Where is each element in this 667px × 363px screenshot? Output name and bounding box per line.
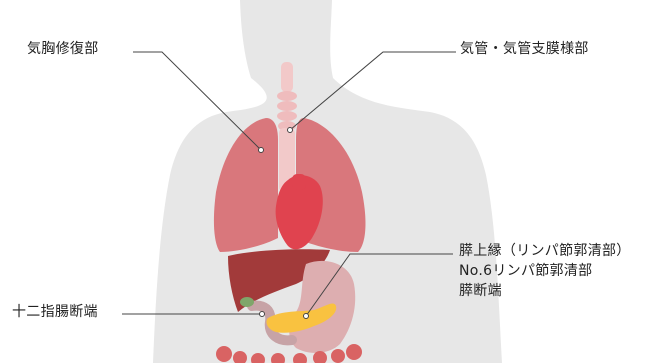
label-pneumothorax-repair: 気胸修復部 (27, 39, 99, 59)
dot-pancreas (304, 314, 309, 319)
label-trachea-membranous: 気管・気管支膜様部 (460, 39, 589, 59)
label-pancreas-stump: 膵断端 (459, 281, 631, 301)
gallbladder (240, 297, 254, 307)
label-pancreas-upper-border: 膵上縁（リンパ節郭清部） (459, 241, 631, 261)
dot-lung (259, 148, 264, 153)
label-pancreas-group: 膵上縁（リンパ節郭清部） No.6リンパ節郭清部 膵断端 (459, 241, 631, 301)
label-no6-lymph-node: No.6リンパ節郭清部 (459, 261, 631, 281)
heart-vessel (292, 174, 306, 190)
label-duodenal-stump: 十二指腸断端 (12, 302, 98, 322)
dot-trachea (288, 128, 293, 133)
dot-duodenum (260, 312, 265, 317)
